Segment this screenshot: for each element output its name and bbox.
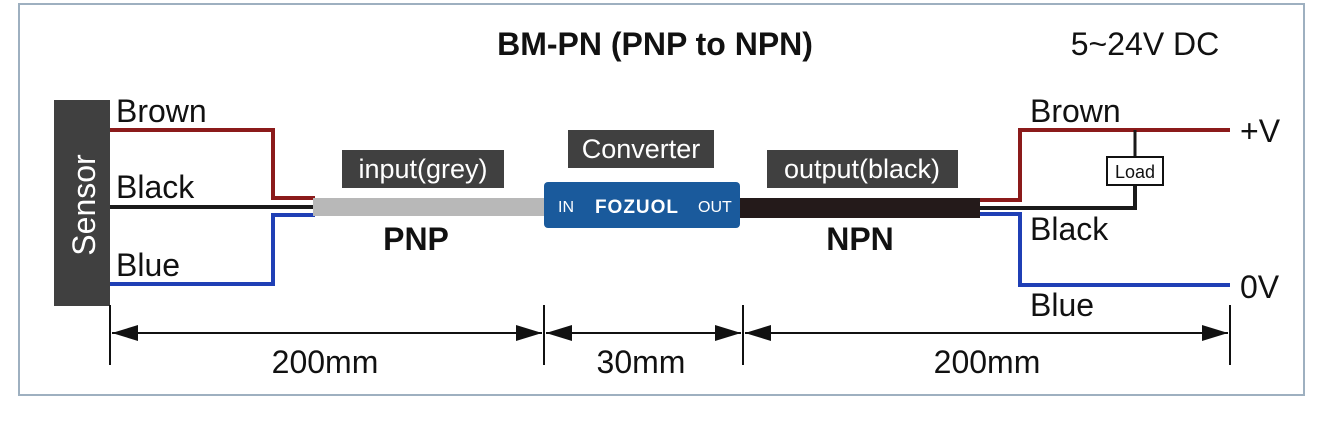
sensor-label: Sensor xyxy=(66,154,102,256)
dimension-arrowheads xyxy=(112,325,1228,341)
input-cable xyxy=(313,198,547,216)
converter-out-label: OUT xyxy=(698,199,732,216)
output-black-wire xyxy=(980,185,1137,210)
output-brown-label: Brown xyxy=(1030,93,1121,129)
diagram-title: BM-PN (PNP to NPN) xyxy=(497,26,813,62)
output-cable xyxy=(740,198,980,218)
converter-brand-logo: FOZUOL xyxy=(595,197,679,218)
input-tag-label: input(grey) xyxy=(358,154,487,184)
output-blue-label: Blue xyxy=(1030,287,1094,323)
sensor-blue-label: Blue xyxy=(116,247,180,283)
zero-v-label: 0V xyxy=(1240,269,1280,305)
sensor-black-label: Black xyxy=(116,169,195,205)
sensor-brown-wire xyxy=(110,128,315,200)
input-tag xyxy=(342,150,504,188)
output-brown-wire xyxy=(980,128,1230,202)
converter-tag xyxy=(568,130,714,168)
output-tag-label: output(black) xyxy=(784,154,940,184)
diagram-frame xyxy=(18,3,1305,396)
load-label: Load xyxy=(1115,162,1155,182)
dimension-left-label: 200mm xyxy=(272,344,379,380)
dimension-middle-label: 30mm xyxy=(597,344,686,380)
converter-in-label: IN xyxy=(558,199,574,216)
load-box xyxy=(1106,156,1164,186)
sensor-blue-wire xyxy=(110,213,315,286)
sensor-block xyxy=(54,100,110,306)
npn-label: NPN xyxy=(826,221,894,257)
dimension-right-label: 200mm xyxy=(934,344,1041,380)
output-tag xyxy=(767,150,958,188)
plus-v-label: +V xyxy=(1240,113,1281,149)
sensor-brown-label: Brown xyxy=(116,93,207,129)
converter-body xyxy=(544,182,740,228)
converter-tag-label: Converter xyxy=(582,134,701,164)
output-black-label: Black xyxy=(1030,211,1109,247)
output-blue-wire xyxy=(980,212,1230,287)
dimension-lines xyxy=(109,305,1231,365)
pnp-label: PNP xyxy=(383,221,449,257)
voltage-label: 5~24V DC xyxy=(1071,26,1220,62)
